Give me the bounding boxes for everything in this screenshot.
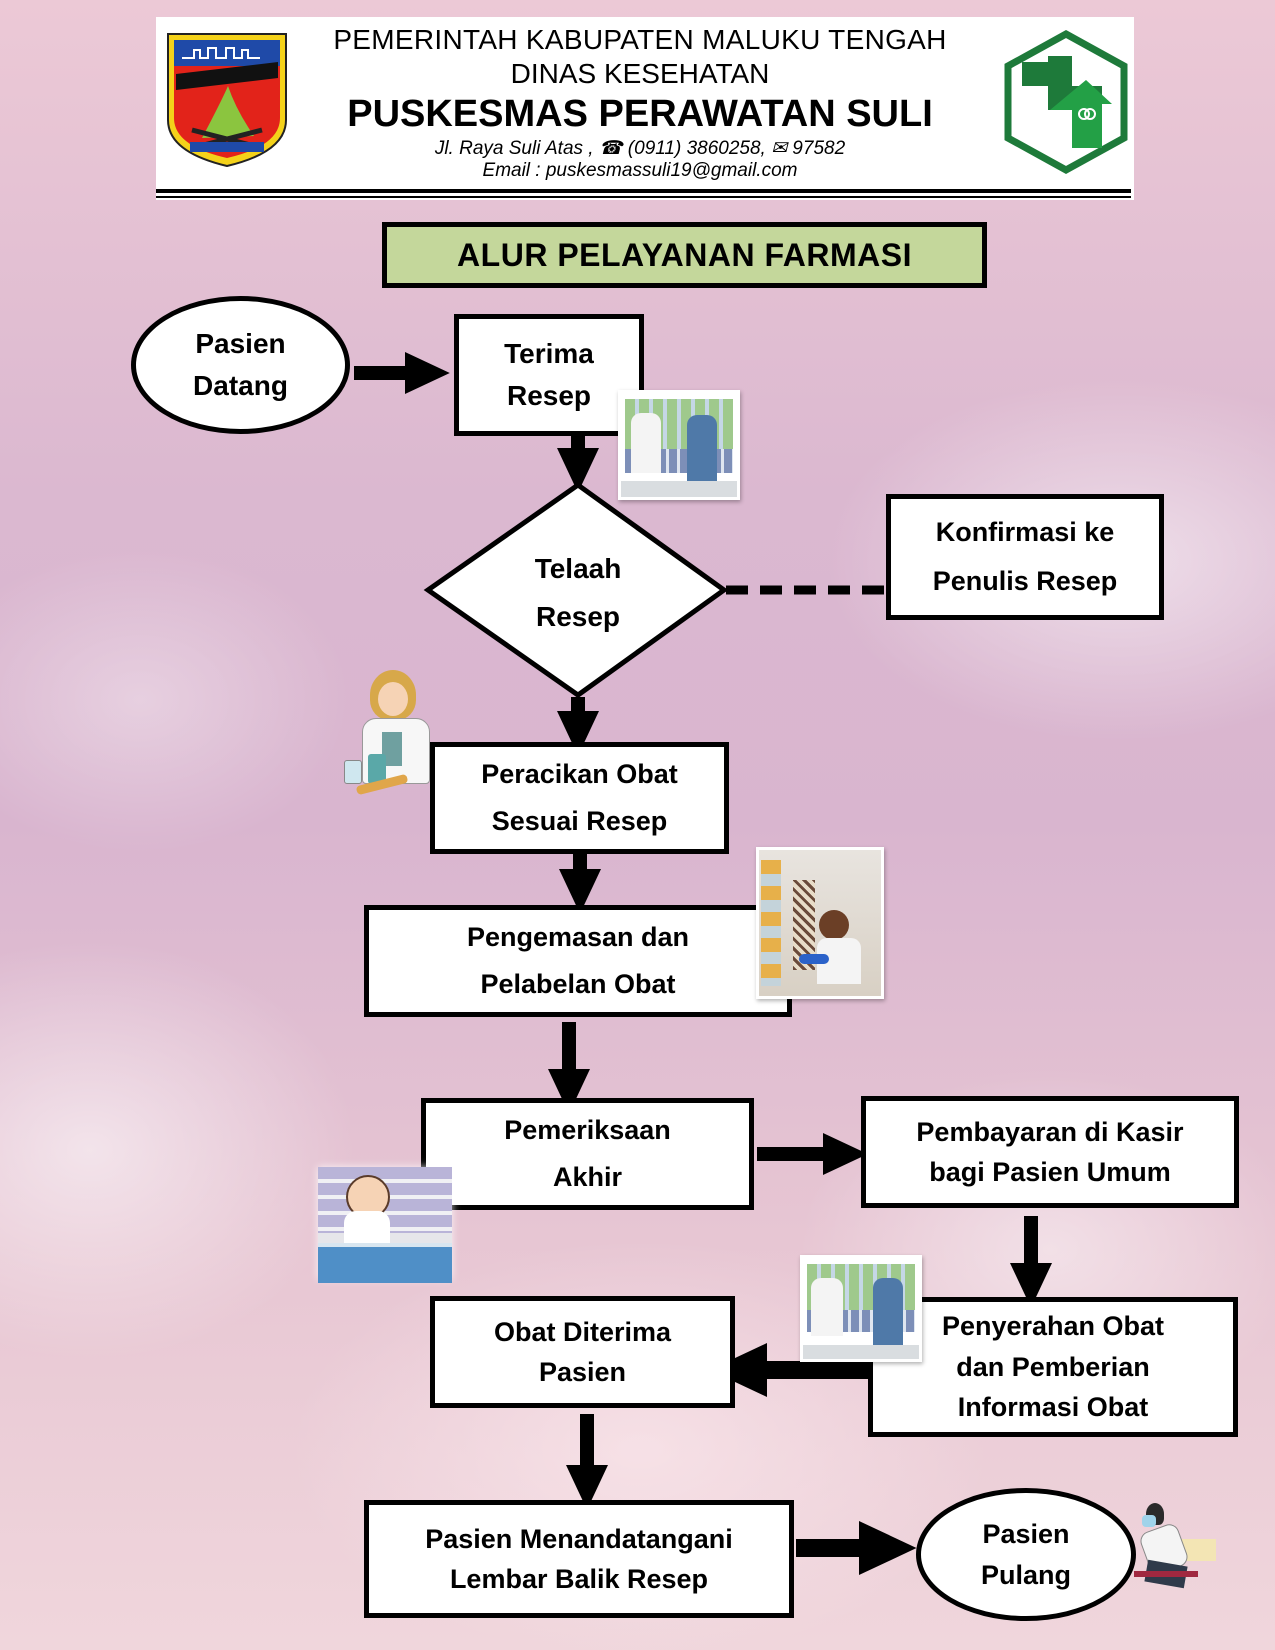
node-pasien-pulang: Pasien Pulang [916, 1488, 1136, 1621]
header-department: DINAS KESEHATAN [510, 58, 770, 89]
node-pemeriksaan-akhir: Pemeriksaan Akhir [421, 1098, 754, 1210]
illustration-patient-on-bicycle [1128, 1497, 1218, 1595]
illustration-pharmacist-cartoon-counter [318, 1167, 452, 1283]
node-pasien-datang: Pasien Datang [131, 296, 350, 434]
header-email: Email : puskesmassuli19@gmail.com [482, 160, 798, 181]
illustration-pharmacist-handing-medicine [800, 1255, 922, 1362]
node-konfirmasi-penulis-resep: Konfirmasi ke Penulis Resep [886, 494, 1164, 620]
letterhead [156, 17, 1134, 200]
letterhead-rule-thin [156, 196, 1131, 198]
node-peracikan-obat: Peracikan Obat Sesuai Resep [430, 742, 729, 854]
header-institution: PUSKESMAS PERAWATAN SULI [347, 93, 933, 135]
node-penyerahan-obat: Penyerahan Obat dan Pemberian Informasi … [868, 1297, 1238, 1437]
telaah-diamond-shape [423, 481, 729, 699]
node-pasien-menandatangani: Pasien Menandatangani Lembar Balik Resep [364, 1500, 794, 1618]
page-title: ALUR PELAYANAN FARMASI [382, 222, 987, 288]
header-address: Jl. Raya Suli Atas , ☎ (0911) 3860258, ✉… [434, 138, 846, 159]
puskesmas-logo-icon [1004, 30, 1128, 174]
node-telaah-resep: Telaah Resep [534, 553, 622, 632]
illustration-pharmacist-woman [342, 668, 442, 798]
node-terima-resep: Terima Resep [454, 314, 644, 436]
kabupaten-emblem-icon [167, 33, 287, 168]
header-government: PEMERINTAH KABUPATEN MALUKU TENGAH [333, 24, 947, 55]
illustration-pharmacist-handing-prescription [618, 390, 740, 500]
node-obat-diterima: Obat Diterima Pasien [430, 1296, 735, 1408]
node-pembayaran-kasir: Pembayaran di Kasir bagi Pasien Umum [861, 1096, 1239, 1208]
letterhead-rule-thick [156, 189, 1131, 193]
illustration-pharmacist-at-shelf [756, 847, 884, 999]
node-pengemasan-pelabelan: Pengemasan dan Pelabelan Obat [364, 905, 792, 1017]
